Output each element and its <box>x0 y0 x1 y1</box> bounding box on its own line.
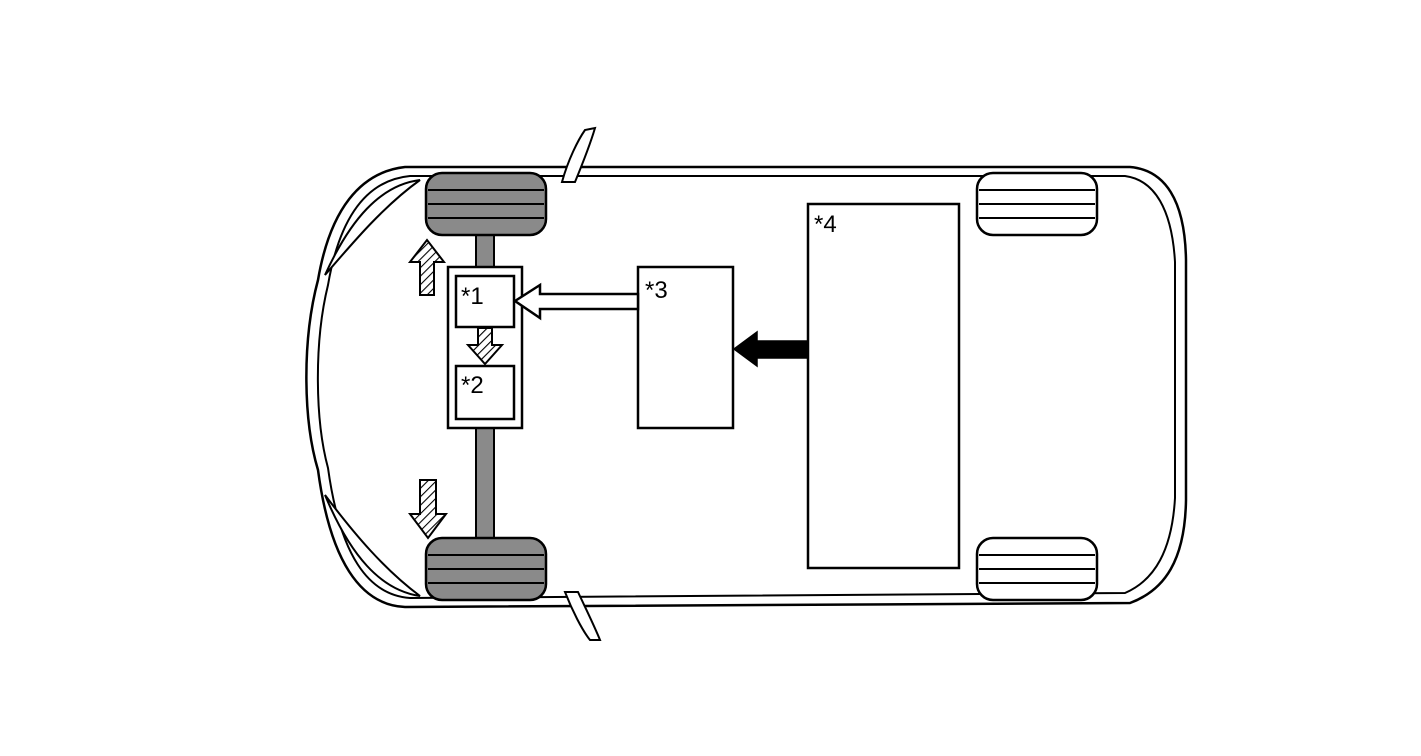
front-right-light <box>324 494 421 597</box>
hatched-arrow-down-left <box>408 479 448 540</box>
front-left-tire <box>424 171 548 237</box>
rear-right-tire <box>975 536 1099 602</box>
hatched-arrow-up <box>407 238 447 296</box>
label-2: *2 <box>461 372 484 399</box>
label-1: *1 <box>461 283 484 310</box>
right-mirror <box>563 591 602 641</box>
car-body-outline <box>305 165 1188 609</box>
front-axle-bottom <box>475 425 495 543</box>
front-left-light <box>324 179 421 276</box>
rear-left-tire <box>975 171 1099 237</box>
hollow-arrow-left <box>512 282 640 321</box>
label-3: *3 <box>645 277 668 304</box>
component-3-box <box>636 265 735 430</box>
solid-arrow-left <box>732 330 809 368</box>
hatched-arrow-down-center <box>465 327 505 366</box>
component-2-box <box>454 364 516 421</box>
label-4: *4 <box>814 211 837 238</box>
left-mirror <box>560 126 597 183</box>
front-right-tire <box>424 536 548 602</box>
component-4-box <box>806 202 961 570</box>
